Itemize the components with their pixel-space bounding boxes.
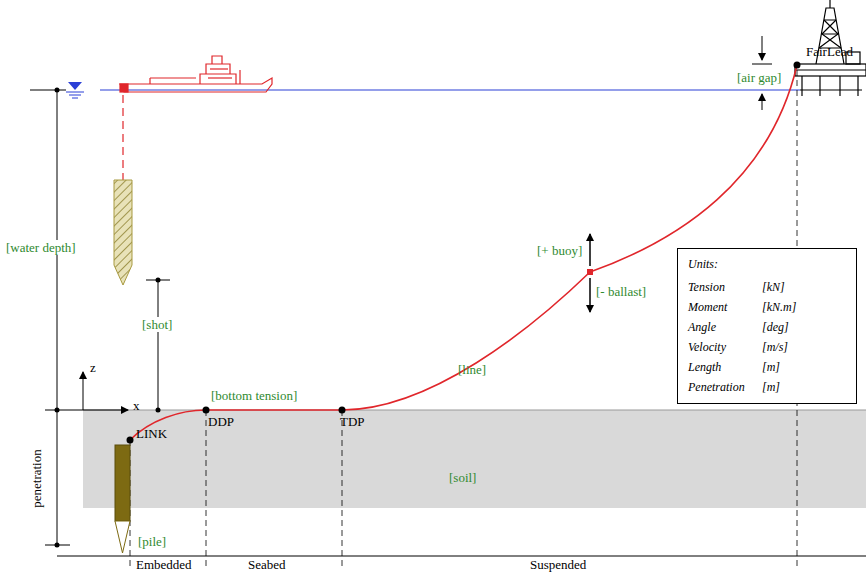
parameter-label: [line] xyxy=(458,362,486,377)
point-label: TDP xyxy=(340,414,365,429)
parameter-label: [+ buoy] xyxy=(537,243,582,258)
unit-value: [deg] xyxy=(762,317,789,337)
unit-value: [m] xyxy=(762,357,780,377)
units-row: Length[m] xyxy=(688,357,846,377)
unit-value: [kN.m] xyxy=(762,297,796,317)
point-label: x xyxy=(133,398,140,413)
quantity-name: Angle xyxy=(688,317,762,337)
water-symbol xyxy=(68,82,82,90)
units-box: Units: Tension[kN]Moment[kN.m]Angle[deg]V… xyxy=(677,248,857,404)
pile xyxy=(115,445,130,521)
parameter-label: [soil] xyxy=(449,470,476,485)
point-label: Suspended xyxy=(530,557,586,572)
quantity-name: Velocity xyxy=(688,337,762,357)
quantity-name: Length xyxy=(688,357,762,377)
point-label: DDP xyxy=(208,414,234,429)
point-label: z xyxy=(90,360,96,375)
units-row: Angle[deg] xyxy=(688,317,846,337)
quantity-name: Penetration xyxy=(688,377,762,397)
point-label: Seabed xyxy=(248,557,286,572)
pile-dropping xyxy=(114,180,132,285)
water-line xyxy=(100,89,800,90)
units-row: Velocity[m/s] xyxy=(688,337,846,357)
soil-band xyxy=(83,410,866,508)
quantity-name: Tension xyxy=(688,277,762,297)
quantity-name: Moment xyxy=(688,297,762,317)
unit-value: [m/s] xyxy=(762,337,788,357)
point-label: Embedded xyxy=(136,557,192,572)
vessel xyxy=(120,56,272,92)
units-row: Penetration[m] xyxy=(688,377,846,397)
unit-value: [m] xyxy=(762,377,780,397)
point-label: LINK xyxy=(136,426,167,441)
parameter-label: [air gap] xyxy=(737,70,781,85)
parameter-label: [shot] xyxy=(140,317,174,332)
parameter-label: [bottom tension] xyxy=(211,388,297,403)
parameter-label: [pile] xyxy=(138,534,166,549)
point-label: penetration xyxy=(28,449,43,507)
point-label: FairLead xyxy=(806,44,853,59)
unit-value: [kN] xyxy=(762,277,785,297)
parameter-label: [water depth] xyxy=(4,240,78,255)
units-row: Tension[kN] xyxy=(688,277,846,297)
units-heading: Units: xyxy=(688,255,846,273)
units-row: Moment[kN.m] xyxy=(688,297,846,317)
parameter-label: [- ballast] xyxy=(596,284,646,299)
platform xyxy=(795,0,866,96)
